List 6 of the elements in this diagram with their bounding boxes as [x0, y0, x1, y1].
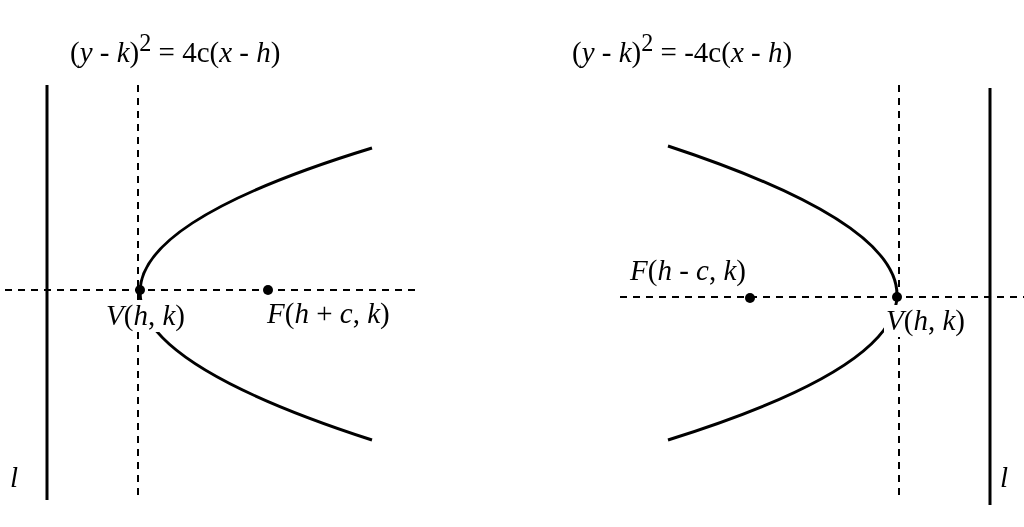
point-label: V(h, k): [884, 305, 967, 337]
line-label: l: [1000, 462, 1009, 494]
line-label: l: [10, 462, 19, 494]
equation-label: (y - k)$^{2}$ = 4c(x - h): [70, 30, 281, 69]
point-label: V(h, k): [104, 300, 187, 332]
equation-label: (y - k)$^{2}$ = -4c(x - h): [572, 30, 793, 69]
